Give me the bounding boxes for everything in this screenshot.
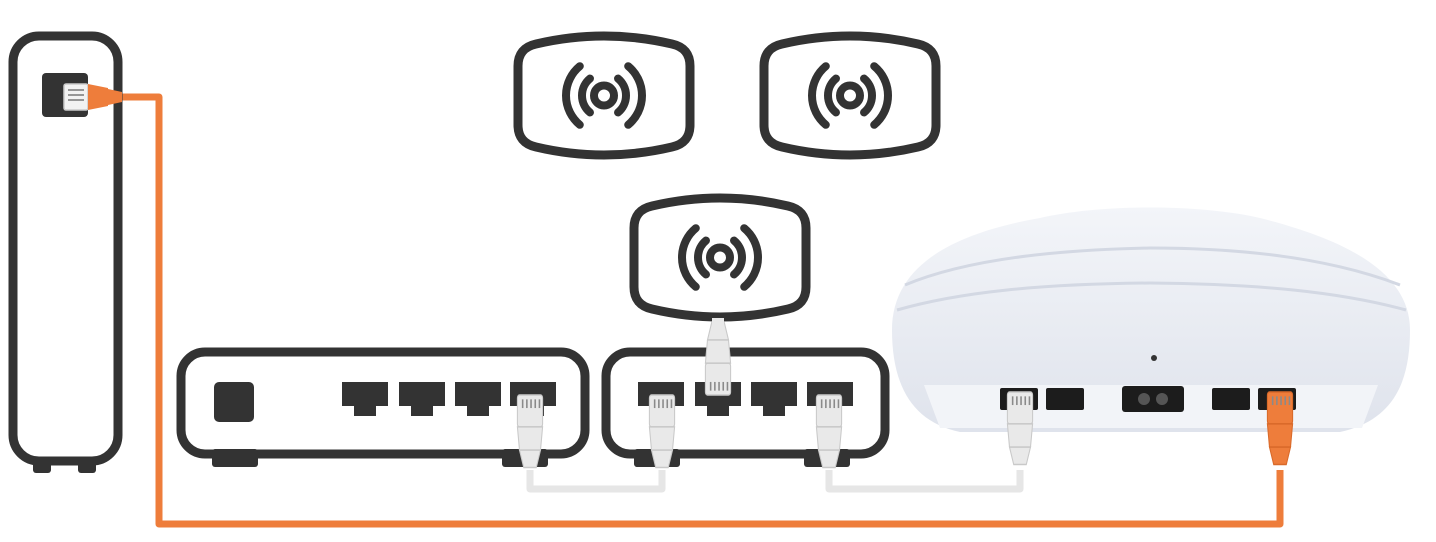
mesh-router-power-socket (1122, 386, 1184, 412)
ethernet-plug-icon (648, 393, 676, 469)
ethernet-plug-icon (815, 393, 843, 469)
ethernet-plug-icon (63, 83, 122, 111)
access-point-center (629, 193, 811, 322)
lan-cable-switch-to-mesh (825, 470, 1024, 493)
access-point-left (513, 31, 695, 160)
switch-left-port-2 (399, 382, 445, 416)
switch-left-port-3 (455, 382, 501, 416)
uplink-button (214, 382, 254, 422)
access-point-right (759, 31, 941, 160)
switch-right-port-3 (751, 382, 797, 416)
mesh-router-port-2 (1046, 388, 1084, 410)
network-switch-left (176, 347, 590, 467)
ethernet-plug-icon (516, 393, 544, 469)
switch-left-port-1 (342, 382, 388, 416)
wifi-signal-icon (562, 62, 646, 129)
ethernet-plugs (516, 318, 1294, 469)
wan-cable (118, 93, 1284, 528)
ethernet-plug-icon (1266, 390, 1294, 466)
lan-cables (526, 470, 1024, 493)
mesh-router-icon (892, 207, 1410, 432)
ethernet-plug-icon (1006, 390, 1034, 466)
lan-cable-switch-to-switch (526, 470, 666, 493)
mesh-router-port-3 (1212, 388, 1250, 410)
wifi-signal-icon (678, 224, 762, 291)
wifi-signal-icon (808, 62, 892, 129)
ethernet-plug-icon (704, 318, 732, 397)
network-switch-right (601, 347, 890, 467)
modem-icon (8, 31, 123, 473)
access-points (513, 31, 941, 322)
